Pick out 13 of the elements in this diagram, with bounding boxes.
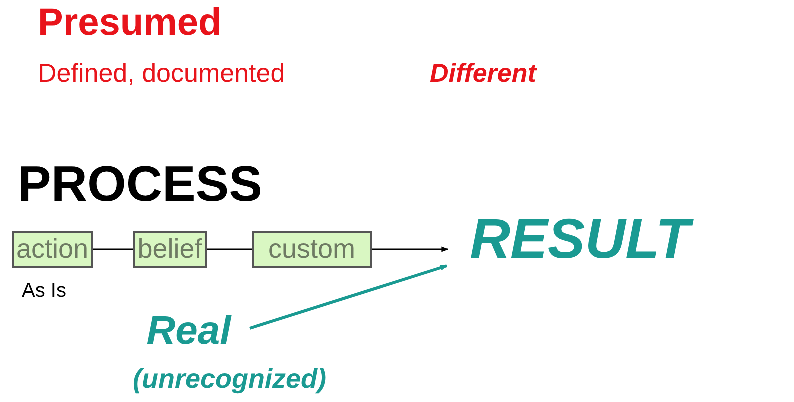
process-box: action [12, 231, 93, 268]
caption-text: (unrecognized) [133, 364, 326, 395]
process-box: belief [133, 231, 207, 268]
heading: PROCESS [18, 155, 263, 213]
arrow [250, 264, 448, 330]
heading: Presumed [38, 2, 222, 45]
process-box: custom [252, 231, 372, 268]
subtitle: Defined, documented [38, 58, 286, 89]
result-text: RESULT [455, 208, 705, 270]
note-text: As Is [22, 280, 66, 303]
real-text: Real [133, 306, 245, 356]
note-text: Different [430, 58, 536, 89]
arrow [372, 246, 449, 252]
